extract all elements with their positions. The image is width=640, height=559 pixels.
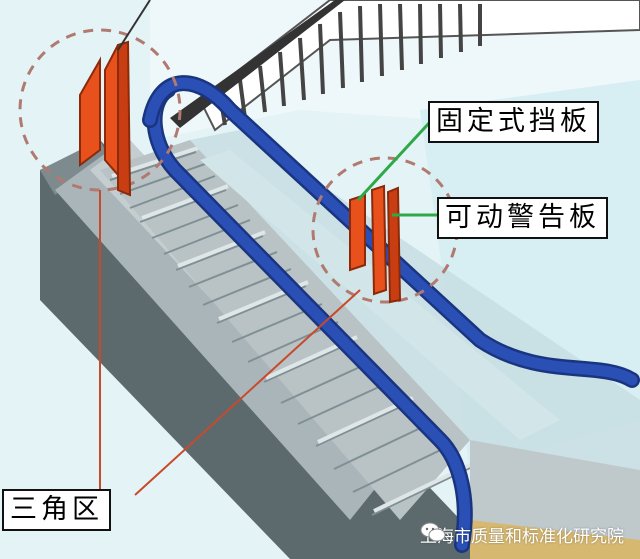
triangle-zone-label: 三角区: [2, 489, 111, 531]
watermark: 上海市质量和标准化研究院: [420, 522, 624, 547]
fixed-baffle-label: 固定式挡板: [428, 101, 599, 143]
fixed-baffle: [79, 40, 132, 197]
right-handrail[interactable]: [144, 77, 638, 386]
wechat-icon: [420, 522, 446, 542]
left-balustrade: [55, 150, 390, 520]
fixed-baffle-highlight-circle: [18, 28, 182, 192]
escalator-steps: [100, 140, 470, 520]
fixed-baffle-pointer: [356, 120, 432, 202]
watermark-text: 上海市质量和标准化研究院: [420, 527, 624, 547]
top-leader-line: [117, 0, 151, 51]
triangle-zone-leader-2: [134, 289, 361, 496]
movable-warning-board-label: 可动警告板: [437, 197, 608, 239]
